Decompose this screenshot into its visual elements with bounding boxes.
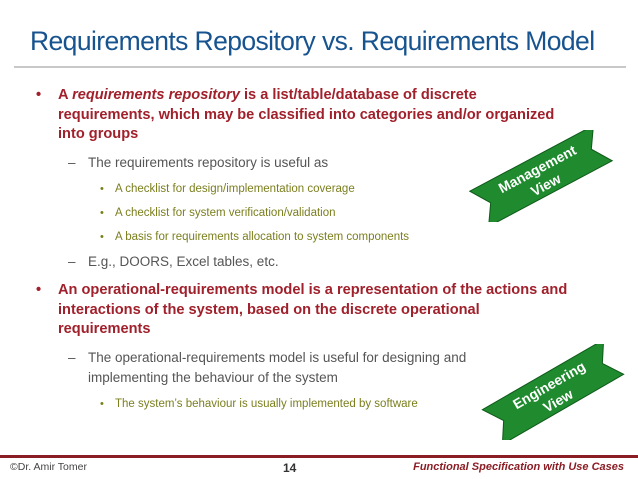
sub-bullet-useful-as: – The requirements repository is useful …: [68, 153, 329, 173]
bullet-repository-emphasis: requirements repository: [72, 87, 240, 103]
footer-author: ©Dr. Amir Tomer: [10, 461, 87, 473]
sub-bullet-useful-as-text: The requirements repository is useful as: [88, 155, 329, 170]
bullet-repository-line3: into groups: [58, 126, 139, 142]
dash-marker: –: [68, 254, 76, 269]
bullet-model-line3: requirements: [58, 321, 151, 337]
bullet-dot: •: [100, 183, 104, 195]
page-number: 14: [283, 461, 297, 475]
list-item: • A checklist for design/implementation …: [100, 181, 355, 197]
list-item-text: A checklist for system verification/vali…: [115, 207, 336, 219]
management-view-banner: Management View: [466, 130, 616, 222]
list-item-text: A checklist for design/implementation co…: [115, 183, 355, 195]
sub-bullet-model-useful: – The operational-requirements model is …: [68, 348, 508, 388]
footer-divider: [0, 455, 638, 458]
list-item: • A checklist for system verification/va…: [100, 205, 336, 221]
title-divider: [14, 66, 626, 68]
bullet-dot: •: [36, 282, 42, 298]
bullet-dot: •: [36, 87, 42, 103]
list-item-text: The system’s behaviour is usually implem…: [115, 398, 418, 410]
list-item-text: A basis for requirements allocation to s…: [115, 231, 410, 243]
bullet-dot: •: [100, 398, 104, 410]
footer-course-title: Functional Specification with Use Cases: [413, 461, 624, 473]
sub-bullet-examples-text: E.g., DOORS, Excel tables, etc.: [88, 254, 279, 269]
sub-bullet-examples: – E.g., DOORS, Excel tables, etc.: [68, 252, 279, 272]
sub-bullet-model-line1: The operational-requirements model is us…: [88, 350, 467, 365]
list-item: • The system’s behaviour is usually impl…: [100, 396, 418, 412]
bullet-repository: • A requirements repository is a list/ta…: [36, 86, 618, 145]
dash-marker: –: [68, 350, 76, 365]
bullet-repository-prefix: A: [58, 87, 73, 103]
slide-title: Requirements Repository vs. Requirements…: [30, 26, 595, 56]
bullet-dot: •: [100, 231, 104, 243]
bullet-repository-line1: is a list/table/database of discrete: [239, 87, 477, 103]
bullet-model-line1: An operational-requirements model is a r…: [58, 282, 568, 298]
bullet-repository-line2: requirements, which may be classified in…: [58, 106, 555, 123]
bullet-model-line2: interactions of the system, based on the…: [58, 301, 480, 318]
dash-marker: –: [68, 155, 76, 170]
sub-bullet-model-line2: implementing the behaviour of the system: [88, 370, 338, 385]
list-item: • A basis for requirements allocation to…: [100, 229, 410, 245]
bullet-operational-model: • An operational-requirements model is a…: [36, 281, 618, 340]
engineering-view-banner: Engineering View: [478, 344, 628, 440]
bullet-dot: •: [100, 207, 104, 219]
